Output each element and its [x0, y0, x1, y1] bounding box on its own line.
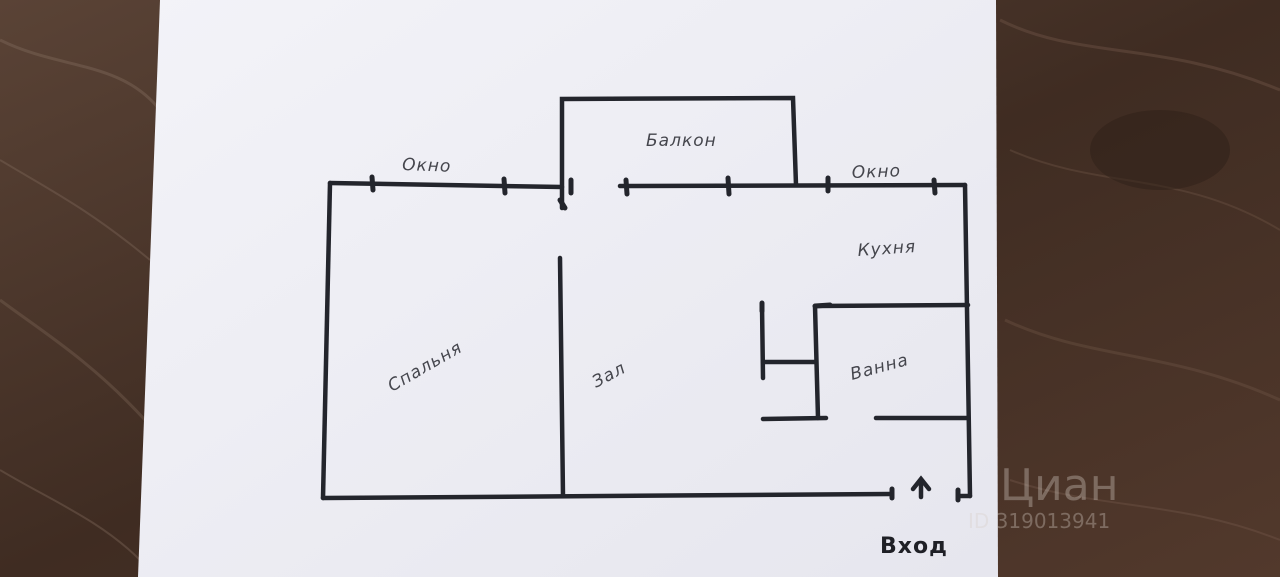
balcony-label: Балкон [646, 131, 717, 151]
kitchen-label: Кухня [857, 237, 917, 261]
watermark-brand: Циан [1000, 460, 1119, 511]
walls [320, 95, 973, 501]
entrance-arrow-icon [910, 475, 932, 500]
paper-sheet [138, 0, 998, 577]
watermark-id: ID 319013941 [968, 509, 1110, 533]
wall-ticks [369, 174, 961, 503]
window-label-right: Окно [851, 161, 901, 183]
window-label-left: Окно [402, 155, 452, 177]
entrance-label: Вход [880, 534, 948, 559]
